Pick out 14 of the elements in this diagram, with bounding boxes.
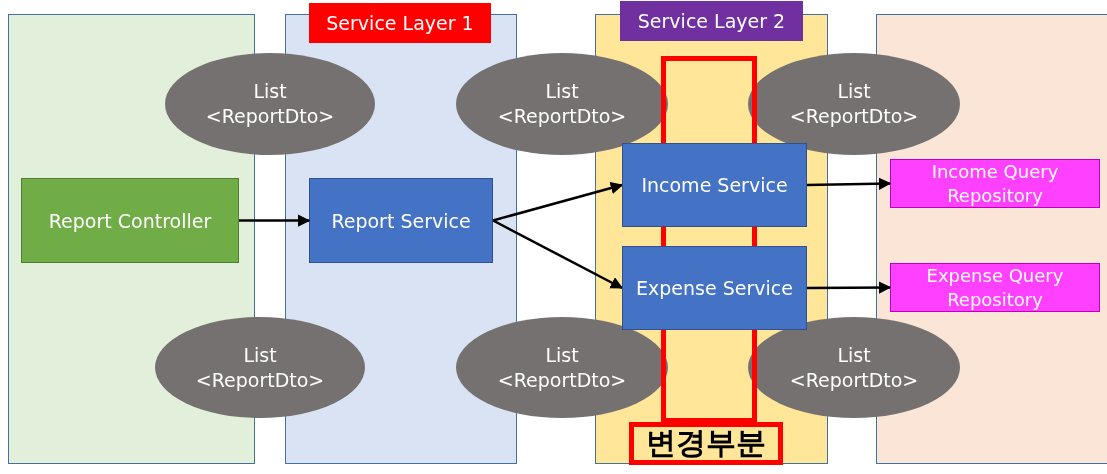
highlight-label: 변경부분 [629, 422, 783, 465]
arrow [492, 219, 624, 290]
arrow [492, 181, 624, 222]
layer-label: Service Layer 2 [620, 1, 803, 41]
process-box: Expense Service [622, 246, 807, 330]
process-box: Expense Query Repository [890, 263, 1100, 312]
arrow [807, 281, 892, 294]
process-box: Report Service [309, 178, 493, 263]
process-box: Income Service [622, 143, 807, 227]
process-box: Report Controller [21, 178, 239, 263]
layer-label: Service Layer 1 [309, 3, 491, 43]
arrow [239, 214, 311, 227]
arrow [806, 177, 892, 190]
process-box: Income Query Repository [890, 159, 1100, 208]
